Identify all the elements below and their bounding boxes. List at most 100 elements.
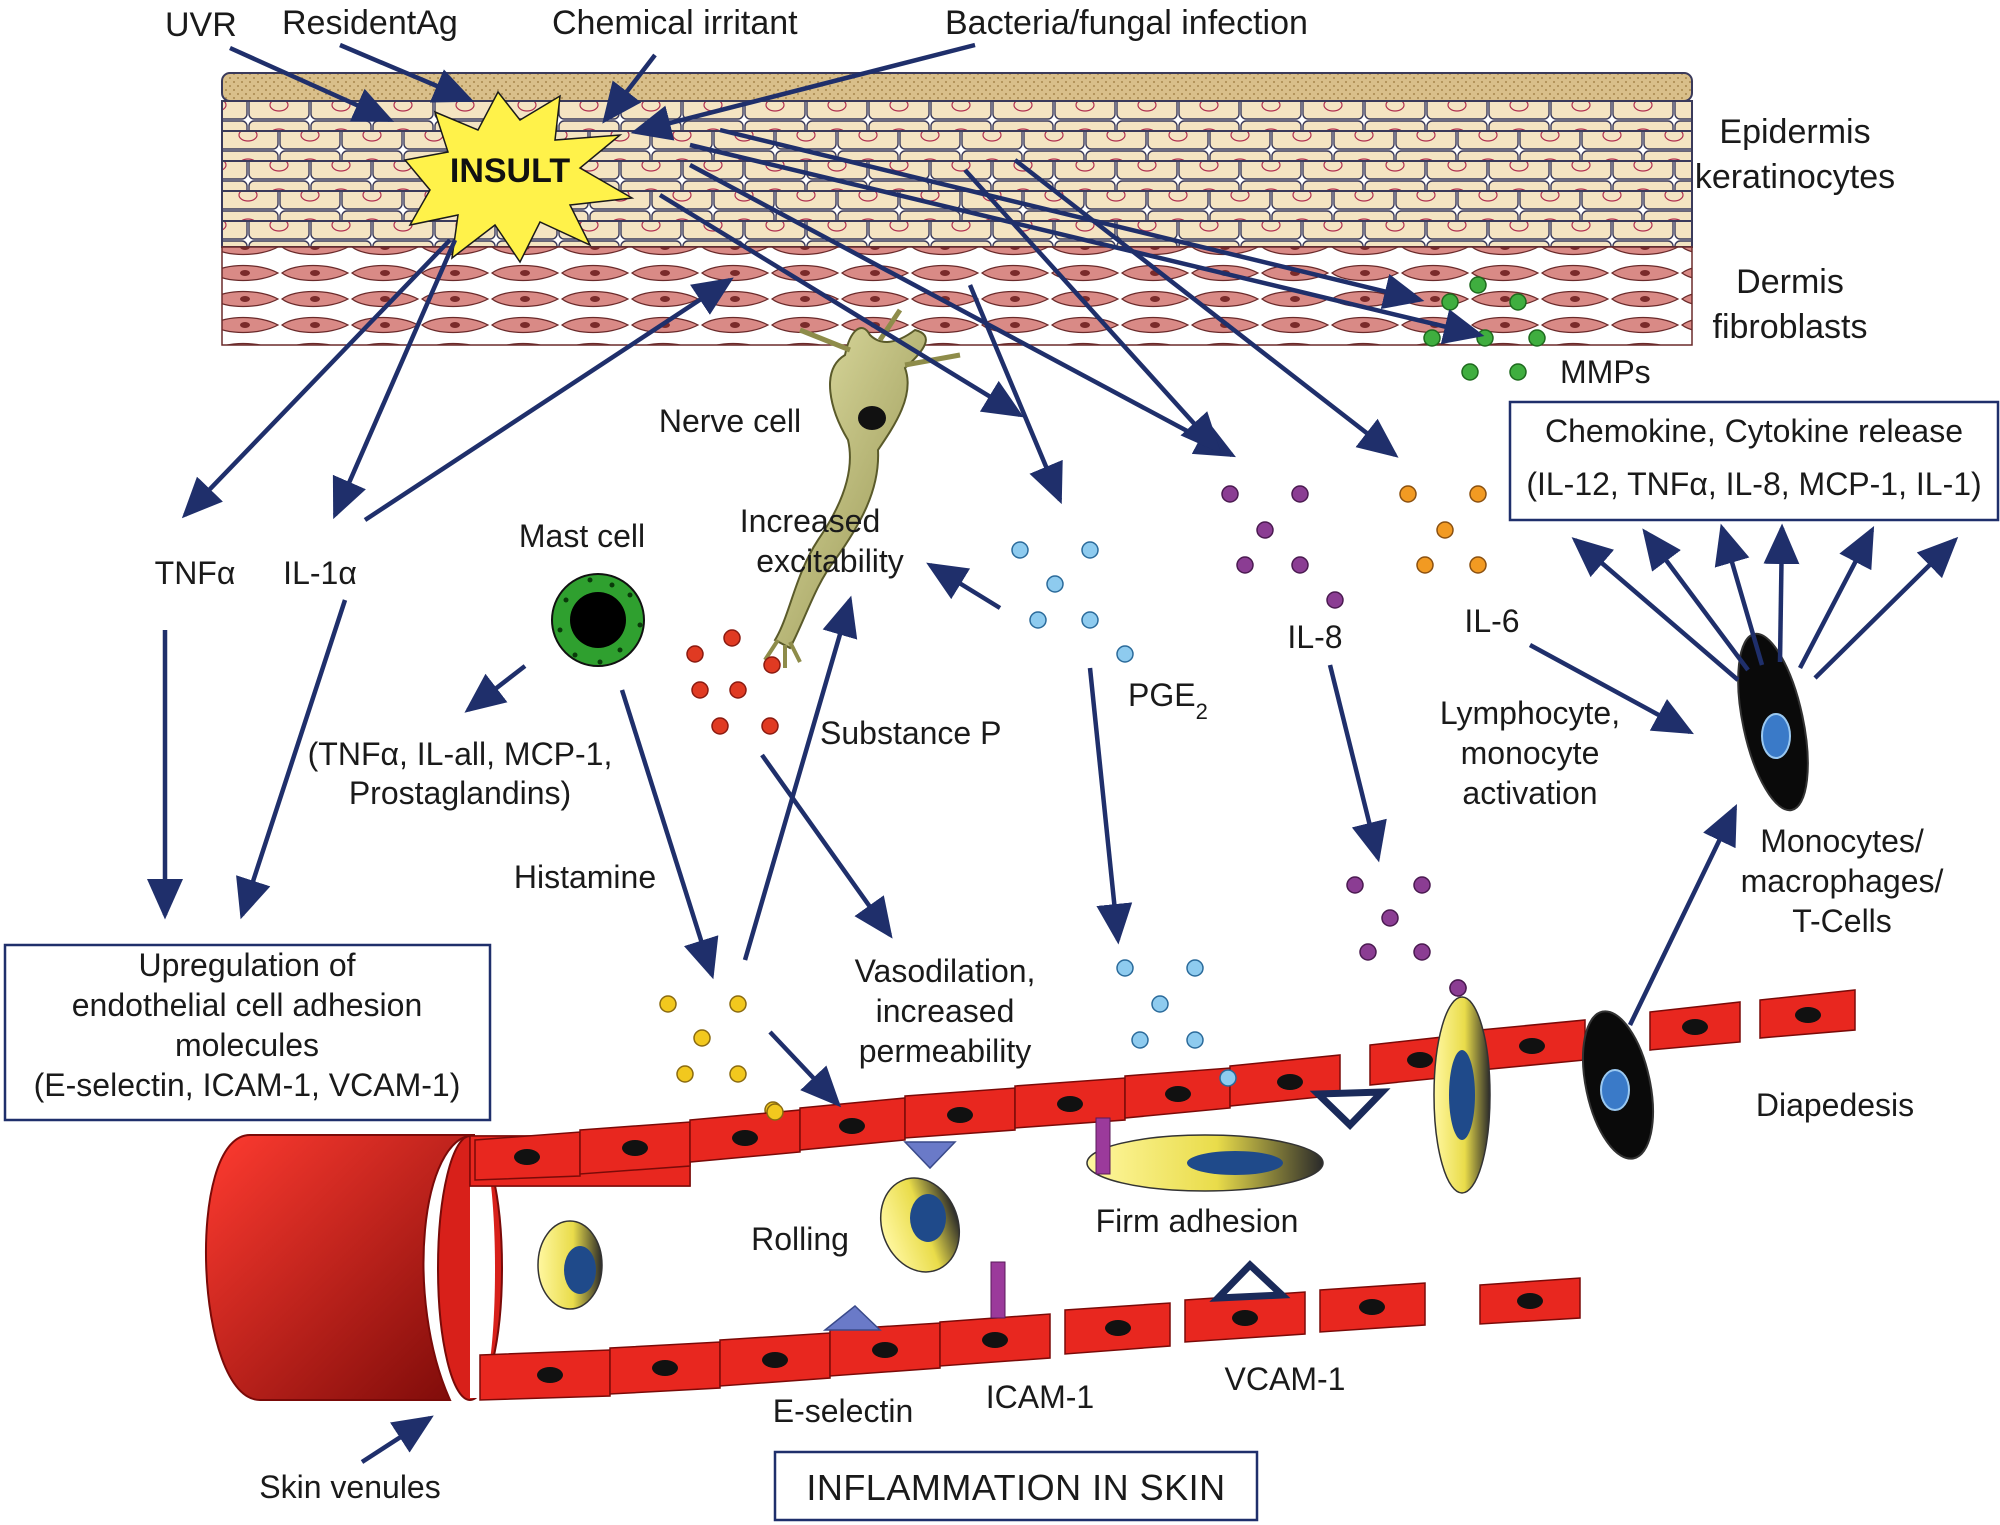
arrow-mac-release-1 <box>1571 537 1740 682</box>
arrow-mast-histamine <box>619 689 719 980</box>
epidermis-label: Epidermis <box>1719 113 1870 151</box>
venule-lumen-edge <box>470 1137 495 1398</box>
substance-p-label: Substance P <box>820 715 1001 751</box>
chemokine-line2: (IL-12, TNFα, IL-8, MCP-1, IL-1) <box>1526 466 1981 502</box>
tnf-label: TNFα <box>155 555 236 591</box>
epidermis-row-5 <box>221 220 1693 248</box>
icam1-label: ICAM-1 <box>986 1379 1094 1415</box>
upregulation-line4: (E-selectin, ICAM-1, VCAM-1) <box>34 1067 461 1103</box>
nerve-terminal <box>763 638 802 668</box>
substance-p-dots <box>686 629 781 735</box>
mast-release-line2: Prostaglandins) <box>349 775 571 811</box>
dermis-layer <box>221 246 1693 346</box>
pge2-dots <box>1011 541 1134 663</box>
arrow-residentag-insult <box>339 42 475 103</box>
arrow-mac-release-3 <box>1714 523 1765 666</box>
histamine-label: Histamine <box>514 859 656 895</box>
il1-label: IL-1α <box>283 555 357 591</box>
upregulation-line1: Upregulation of <box>138 947 355 983</box>
nerve-cell-label: Nerve cell <box>659 403 801 439</box>
icam1-molecules <box>990 1117 1111 1319</box>
arrow-epi-mmp-2 <box>689 142 1485 345</box>
insult-label: INSULT <box>450 152 570 190</box>
pge2-subscript: 2 <box>1196 699 1208 724</box>
monocyte-label: monocyte <box>1461 735 1600 771</box>
pge2-dots-lower <box>1116 959 1237 1087</box>
histamine-dot-surface <box>766 1103 784 1121</box>
arrow-insult-il1 <box>332 239 458 520</box>
monocytes-label-line1: Monocytes/ <box>1760 823 1924 859</box>
macrophage-cell <box>1737 632 1809 812</box>
arrow-chemical-insult <box>602 53 657 124</box>
increased-label: Increased <box>740 503 881 539</box>
arrow-il8-lower <box>1327 664 1387 863</box>
mast-cell <box>551 573 645 667</box>
increased-permeability-label: increased <box>876 993 1015 1029</box>
bacteria-fungal-label: Bacteria/fungal infection <box>945 4 1308 42</box>
arrow-bacteria-insult <box>630 42 976 141</box>
arrow-histamine-nerve <box>742 595 858 961</box>
arrow-mac-release-4 <box>1763 523 1800 663</box>
footer-title: INFLAMMATION IN SKIN <box>806 1467 1225 1508</box>
chemokine-box: Chemokine, Cytokine release (IL-12, TNFα… <box>1508 400 2000 522</box>
venule-cut-end <box>204 1134 476 1401</box>
footer-title-box: INFLAMMATION IN SKIN <box>773 1450 1259 1522</box>
arrow-mac-release-6 <box>1813 536 1959 680</box>
il6-dots <box>1399 485 1487 574</box>
upregulation-line2: endothelial cell adhesion <box>72 987 422 1023</box>
activation-label: activation <box>1462 775 1597 811</box>
e-selectin-molecules <box>822 1141 957 1331</box>
arrows <box>147 42 1959 1464</box>
histamine-dots <box>659 995 782 1119</box>
il8-dot-surface <box>1449 979 1467 997</box>
leukocyte-firm-adhesion <box>1086 1134 1324 1192</box>
arrow-venule <box>360 1415 434 1464</box>
endothelial-nuclei-bottom <box>537 1293 1543 1383</box>
endothelial-nuclei-top <box>514 1007 1821 1165</box>
chemokine-line1: Chemokine, Cytokine release <box>1545 413 1963 449</box>
monocytes-label-line3: T-Cells <box>1792 903 1892 939</box>
il8-dots-upper <box>1221 485 1344 609</box>
firm-adhesion-label: Firm adhesion <box>1096 1203 1299 1239</box>
skin-venules-label: Skin venules <box>259 1469 440 1505</box>
skin-venule <box>204 1134 503 1401</box>
arrow-mac-release-5 <box>1798 526 1875 670</box>
arrow-histamine-vessel <box>768 1030 842 1108</box>
mmps-label: MMPs <box>1560 354 1651 390</box>
arrow-il1-upreg <box>236 599 348 920</box>
arrow-insult-pge2-nerve <box>658 193 1024 418</box>
mast-release-line1: (TNFα, IL-all, MCP-1, <box>308 736 613 772</box>
e-selectin-label: E-selectin <box>773 1393 914 1429</box>
arrow-fibro-il1 <box>363 277 734 522</box>
upregulation-box: Upregulation of endothelial cell adhesio… <box>3 943 492 1122</box>
dermis-label: Dermis <box>1736 263 1844 301</box>
vcam1-molecules <box>1209 1088 1391 1302</box>
il8-dots-lower <box>1346 876 1467 997</box>
diapedesis-label: Diapedesis <box>1756 1087 1914 1123</box>
insult-burst: INSULT <box>403 90 635 264</box>
permeability-label: permeability <box>859 1033 1032 1069</box>
il6-label: IL-6 <box>1464 603 1519 639</box>
lymphocyte-label: Lymphocyte, <box>1440 695 1620 731</box>
vcam1-label: VCAM-1 <box>1225 1361 1346 1397</box>
arrow-diapedesis-macrophage <box>1627 803 1738 1026</box>
pge2-dot-surface <box>1219 1069 1237 1087</box>
pge2-label: PGE2 <box>1128 677 1208 724</box>
arrow-pge2-vessel <box>1087 667 1133 945</box>
excitability-label: excitability <box>756 543 904 579</box>
chemical-irritant-label: Chemical irritant <box>552 4 798 42</box>
monocytes-label-line2: macrophages/ <box>1741 863 1944 899</box>
nerve-cell-body <box>773 327 927 650</box>
il8-label: IL-8 <box>1287 619 1342 655</box>
arrow-epi-il8 <box>963 168 1222 454</box>
fibroblasts-label: fibroblasts <box>1713 308 1868 346</box>
arrow-mast-release <box>464 664 527 713</box>
mast-cell-label: Mast cell <box>519 518 645 554</box>
upregulation-line3: molecules <box>175 1027 319 1063</box>
nerve-nucleus <box>858 406 886 430</box>
uvr-label: UVR <box>165 6 237 44</box>
rolling-label: Rolling <box>751 1221 849 1257</box>
resident-ag-label: ResidentAg <box>282 4 458 42</box>
diapedesis-cell <box>1582 1010 1654 1160</box>
